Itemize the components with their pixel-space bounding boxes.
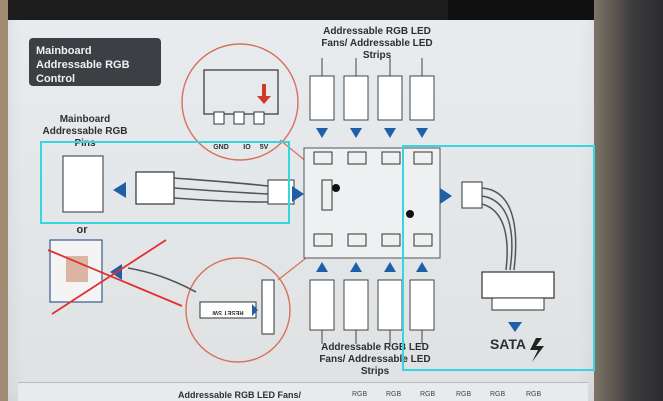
sata-label: SATA <box>489 336 527 352</box>
blue-arrow-icon <box>113 182 126 198</box>
top-fan-plugs <box>309 58 435 121</box>
hub-input-port <box>321 179 333 211</box>
gnd-label: GND <box>213 144 229 151</box>
cable <box>173 177 269 203</box>
next-section-title: Addressable RGB LED Fans/ <box>178 390 302 400</box>
red-arrow-icon <box>257 84 271 104</box>
sata-cable <box>481 187 517 271</box>
rgb-tick-label: RGB <box>352 391 368 398</box>
bottom-fan-plugs <box>309 279 435 344</box>
badge-title: Mainboard <box>36 45 92 57</box>
5v-label: 5V <box>259 144 269 151</box>
sata-plug-tip <box>491 297 545 311</box>
io-label: IO <box>243 144 251 151</box>
header-pin <box>233 111 245 125</box>
mainboard-header-box <box>62 155 104 213</box>
blue-arrow-icon <box>440 188 452 204</box>
rgb-tick-label: RGB <box>386 391 402 398</box>
up-arrows <box>316 262 428 272</box>
sheet-top-band <box>8 0 594 20</box>
callout-leader-top <box>279 139 308 163</box>
top-fans-label: Addressable RGB LED Fans/ Addressable LE… <box>321 26 433 61</box>
mainboard-badge: Mainboard Addressable RGB Control <box>29 38 161 86</box>
pin-callout-circle <box>181 43 299 161</box>
header-pin <box>253 111 265 125</box>
red-cross-line <box>51 239 167 315</box>
highlight-box-mainboard <box>40 141 290 224</box>
sata-hub-plug <box>461 181 483 209</box>
highlight-box-sata <box>402 145 595 371</box>
badge-subtitle: Addressable RGB Control <box>36 59 130 85</box>
hub-bottom-ports <box>313 233 433 247</box>
cable <box>127 267 197 293</box>
next-section-strip: Addressable RGB LED Fans/ <box>18 382 588 401</box>
rgb-tick-label: RGB <box>420 391 436 398</box>
blue-arrow-icon <box>292 186 304 202</box>
reset-sw-label: RESET SW <box>212 309 244 315</box>
hub-mounting-hole <box>406 210 414 218</box>
reset-header <box>261 279 275 335</box>
down-arrows <box>316 128 428 138</box>
red-cross-line <box>47 249 183 307</box>
rgb-tick-label: RGB <box>526 391 542 398</box>
header-connector <box>203 69 279 115</box>
callout-leader-bottom <box>277 257 307 281</box>
lightning-icon <box>530 338 544 362</box>
rgb-tick-label: RGB <box>456 391 472 398</box>
or-label: or <box>76 224 88 236</box>
hub-board <box>303 147 441 259</box>
sheet-top-band-right <box>448 0 594 20</box>
header-pin <box>213 111 225 125</box>
hub-mounting-hole <box>332 184 340 192</box>
reset-callout-circle <box>185 257 291 363</box>
mainboard-pins-label: Mainboard Addressable RGB Pins <box>42 114 128 149</box>
bottom-fans-label: Addressable RGB LED Fans/ Addressable LE… <box>319 342 431 377</box>
alternative-pins <box>66 256 88 282</box>
argb-plug <box>135 171 175 205</box>
background-edge <box>594 0 663 401</box>
blue-arrow-icon <box>508 322 522 332</box>
hub-top-ports <box>313 151 433 165</box>
rgb-tick-label: RGB <box>490 391 506 398</box>
blue-arrow-icon <box>252 304 258 316</box>
